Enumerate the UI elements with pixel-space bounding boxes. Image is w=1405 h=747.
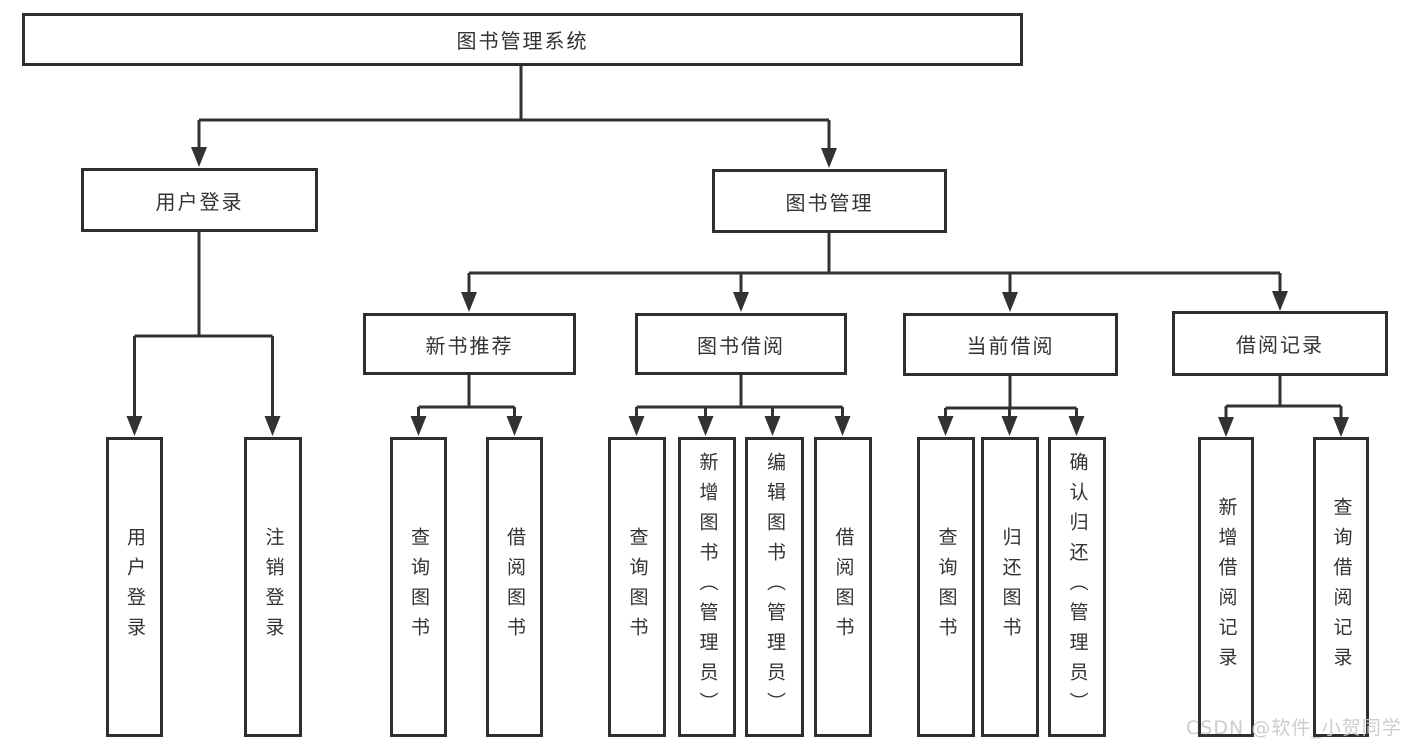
connector-rail-user-login	[133, 232, 274, 419]
leaf-borrow-books-1: 借阅图书	[486, 437, 543, 737]
node-user-login: 用户登录	[81, 168, 318, 232]
node-book-management: 图书管理	[712, 169, 947, 233]
node-new-book-recommend-label: 新书推荐	[425, 333, 514, 358]
connector-rail-book-borrow	[635, 375, 844, 420]
leaf-edit-books-admin: 编辑图书（管理员）	[745, 437, 804, 737]
leaf-add-books-admin: 新增图书（管理员）	[678, 437, 736, 737]
leaf-return-books: 归还图书	[981, 437, 1039, 737]
node-new-book-recommend: 新书推荐	[363, 313, 576, 375]
node-borrow-records-label: 借阅记录	[1236, 333, 1324, 357]
leaf-borrow-books-2-label: 借阅图书	[832, 527, 855, 647]
leaf-edit-books-admin-label: 编辑图书（管理员）	[764, 452, 786, 722]
node-book-management-label: 图书管理	[785, 190, 874, 215]
leaf-query-books-3-label: 查询图书	[935, 527, 958, 647]
node-current-borrow: 当前借阅	[903, 313, 1118, 376]
node-current-borrow-label: 当前借阅	[966, 334, 1055, 358]
leaf-confirm-return-admin: 确认归还（管理员）	[1048, 437, 1106, 737]
leaf-query-borrow-record: 查询借阅记录	[1313, 437, 1369, 737]
connector-rail-new-book-rec	[417, 375, 516, 420]
leaf-query-borrow-record-label: 查询借阅记录	[1330, 497, 1353, 677]
leaf-query-books-1: 查询图书	[390, 437, 447, 737]
leaf-user-login-label: 用户登录	[124, 527, 146, 647]
leaf-query-books-3: 查询图书	[917, 437, 975, 737]
node-book-borrow-label: 图书借阅	[697, 333, 785, 358]
watermark-text: CSDN @软件_小贺同学	[1186, 717, 1402, 739]
node-book-borrow: 图书借阅	[635, 313, 847, 375]
connector-rail-current-borrow	[944, 376, 1078, 420]
leaf-borrow-books-2: 借阅图书	[814, 437, 872, 737]
leaf-return-books-label: 归还图书	[999, 527, 1022, 647]
leaf-query-books-1-label: 查询图书	[408, 527, 430, 647]
node-root: 图书管理系统	[22, 13, 1023, 66]
leaf-add-borrow-record-label: 新增借阅记录	[1215, 497, 1238, 677]
leaf-query-books-2: 查询图书	[608, 437, 666, 737]
leaf-query-books-2-label: 查询图书	[626, 527, 649, 647]
node-user-login-label: 用户登录	[155, 189, 244, 214]
node-root-label: 图书管理系统	[456, 29, 589, 53]
leaf-confirm-return-admin-label: 确认归还（管理员）	[1066, 452, 1089, 722]
connector-rail-root	[197, 66, 831, 151]
leaf-user-login: 用户登录	[106, 437, 163, 737]
leaf-add-borrow-record: 新增借阅记录	[1198, 437, 1254, 737]
leaf-add-books-admin-label: 新增图书（管理员）	[696, 452, 719, 722]
leaf-borrow-books-1-label: 借阅图书	[504, 527, 526, 647]
leaf-logout: 注销登录	[244, 437, 302, 737]
connector-rail-borrow-records	[1224, 376, 1343, 420]
leaf-logout-label: 注销登录	[262, 527, 285, 647]
node-borrow-records: 借阅记录	[1172, 311, 1388, 376]
connector-rail-book-management	[467, 233, 1282, 295]
